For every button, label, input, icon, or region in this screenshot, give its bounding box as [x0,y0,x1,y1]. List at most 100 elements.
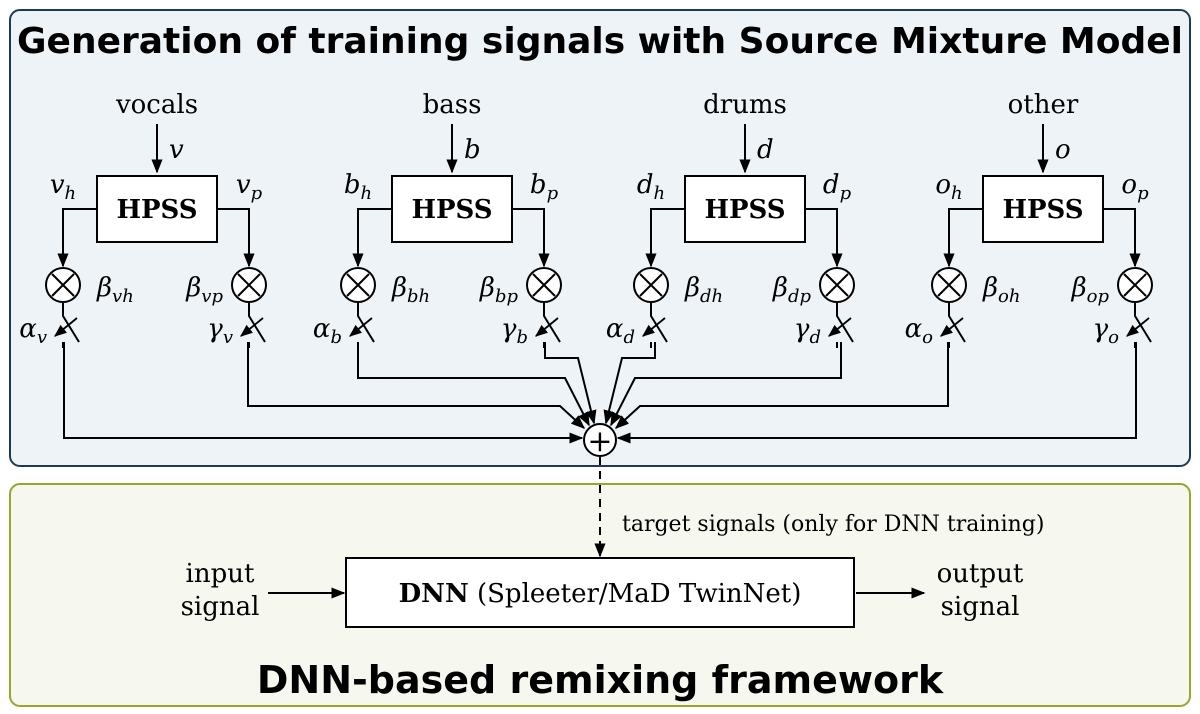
beta-p-vocals: βvp [185,273,223,307]
source-symbol-other: o [1055,135,1071,165]
percussive-wire-other [1103,208,1141,268]
gamma-other: γo [1093,314,1120,348]
input-label-line2: signal [181,592,260,622]
multiplier-cross-other-p [1123,273,1147,297]
wire-bass-p [544,342,597,425]
multiplier-cross-drums-h [639,273,663,297]
switch-other-h [948,302,966,343]
harmonic-label-other: oh [935,170,962,204]
hpss-box-bass [391,175,513,243]
bottom-panel-title: DNN-based remixing framework [257,658,944,702]
switch-arrow-other-h [940,317,964,337]
percussive-wire-bass [512,208,550,268]
alpha-bass: αb [313,314,342,348]
hpss-label-vocals: HPSS [116,195,197,225]
dnn-label: DNN (Spleeter/MaD TwinNet) [399,579,802,609]
harmonic-wire-bass [352,208,392,268]
source-label-vocals: vocals [115,90,198,120]
source-label-drums: drums [703,90,787,120]
switch-arrow-vocals-h [54,317,78,337]
switch-other-p [1134,302,1152,343]
sum-node: + [583,423,617,459]
source-label-other: other [1008,90,1079,120]
multiplier-cross-vocals-p [237,273,261,297]
harmonic-wire-vocals [57,208,97,268]
multiplier-cross-other-h [937,273,961,297]
source-symbol-drums: d [757,135,774,165]
beta-h-drums: βdh [684,273,723,307]
mix-wires [63,342,1137,444]
top-panel [9,9,1191,467]
multiplier-cross-vocals-h [51,273,75,297]
output-label-line2: signal [941,592,1020,622]
sum-symbol: + [587,424,612,459]
wire-bass-h [357,342,590,427]
percussive-label-drums: dp [823,170,852,204]
hpss-label-drums: HPSS [704,195,785,225]
switch-arrow-bass-h [349,317,373,337]
harmonic-label-vocals: vh [50,170,76,204]
beta-h-other: βoh [982,273,1020,307]
beta-p-other: βop [1071,273,1110,307]
target-label: target signals (only for DNN training) [622,512,1044,537]
hpss-box-vocals [96,175,218,243]
switch-drums-p [836,302,854,343]
wire-other-h [614,342,949,429]
percussive-wire-vocals [217,208,255,268]
percussive-label-vocals: vp [236,170,263,204]
alpha-other: αo [905,314,934,348]
dnn-label-rest: (Spleeter/MaD TwinNet) [469,579,802,609]
hpss-label-bass: HPSS [411,195,492,225]
switch-bass-h [357,302,375,343]
multiplier-cross-bass-p [532,273,556,297]
wire-vocals-h [63,342,584,444]
source-symbol-bass: b [464,135,481,165]
output-label-line1: output [937,559,1024,589]
hpss-label-other: HPSS [1002,195,1083,225]
percussive-label-bass: bp [530,170,559,204]
switch-vocals-h [62,302,80,343]
input-label-line1: input [186,559,255,589]
multiplier-cross-bass-h [346,273,370,297]
wire-drums-h [603,342,656,425]
percussive-wire-drums [805,208,843,268]
percussive-label-other: op [1121,170,1149,204]
alpha-drums: αd [606,314,635,348]
harmonic-label-drums: dh [637,170,665,204]
top-panel-title: Generation of training signals with Sour… [17,21,1183,62]
alpha-vocals: αv [19,314,47,348]
dnn-box [345,557,855,628]
switch-bass-p [543,302,561,343]
gamma-bass: γb [501,314,528,348]
dnn-label-bold: DNN [399,579,469,609]
beta-p-drums: βdp [772,273,812,307]
switch-arrow-drums-p [828,317,852,337]
wire-drums-p [610,342,842,427]
harmonic-wire-drums [645,208,685,268]
switch-arrow-other-p [1126,317,1150,337]
gamma-vocals: γv [207,314,233,348]
multiplier-cross-drums-p [825,273,849,297]
switch-drums-h [650,302,668,343]
hpss-box-other [982,175,1104,243]
switch-arrow-vocals-p [240,317,264,337]
wire-other-p [616,342,1137,444]
gamma-drums: γd [794,314,821,348]
beta-h-bass: βbh [391,273,430,307]
hpss-box-drums [684,175,806,243]
harmonic-label-bass: bh [344,170,372,204]
beta-p-bass: βbp [479,273,519,307]
beta-h-vocals: βvh [96,273,134,307]
source-label-bass: bass [423,90,482,120]
harmonic-wire-other [943,208,983,268]
wire-vocals-p [247,342,586,429]
source-symbol-vocals: v [169,135,184,165]
switch-vocals-p [248,302,266,343]
switch-arrow-drums-h [642,317,666,337]
